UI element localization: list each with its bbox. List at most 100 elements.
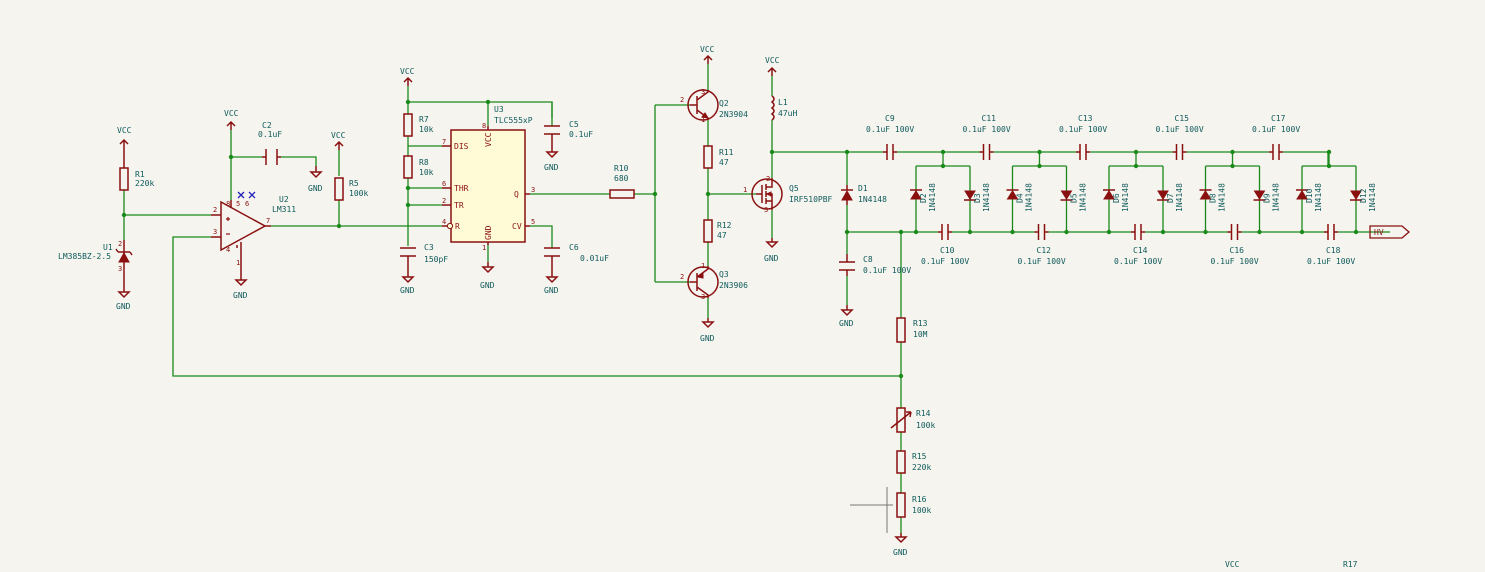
svg-text:2: 2 [118,240,122,248]
svg-text:1N4148: 1N4148 [858,195,887,204]
diode-d9-ref: D9 [1263,193,1272,203]
svg-text:3: 3 [701,293,705,301]
inductor-l1[interactable]: L1 47uH [770,95,797,121]
capacitor-c15-ref: C15 [1175,114,1190,123]
capacitor-c16-ref: C16 [1230,246,1245,255]
diode-d7-ref: D7 [1166,193,1175,203]
capacitor-c18-ref: C18 [1326,246,1341,255]
svg-text:220k: 220k [135,179,154,188]
capacitor-c17-value: 0.1uF 100V [1252,125,1300,134]
svg-text:2N3904: 2N3904 [719,110,748,119]
comparator-u2[interactable]: 2 3 7 8 4 1 5 6 U2 LM311 [211,191,296,273]
resistor-r17[interactable]: R17 [1343,560,1358,569]
gnd-symbol-c5: GND [544,148,559,172]
svg-text:TR: TR [454,201,464,210]
svg-text:2: 2 [766,175,770,183]
svg-text:Q2: Q2 [719,99,729,108]
resistor-r13[interactable]: R13 10M [896,317,928,343]
capacitor-c11-ref: C11 [982,114,997,123]
junctions [121,99,904,379]
svg-text:U2: U2 [279,195,289,204]
svg-text:C2: C2 [262,121,272,130]
svg-text:LM385BZ-2.5: LM385BZ-2.5 [58,252,111,261]
svg-text:TLC555xP: TLC555xP [494,116,533,125]
capacitor-c11[interactable]: C11 0.1uF 100V [963,114,1011,160]
diode-d1[interactable]: D1 1N4148 [841,184,887,205]
resistor-r7[interactable]: R7 10k [403,113,434,137]
potentiometer-r14[interactable]: R14 100k [890,407,935,433]
svg-text:VCC: VCC [765,56,780,65]
capacitor-c15-value: 0.1uF 100V [1156,125,1204,134]
svg-text:VCC: VCC [484,132,493,147]
resistor-r10[interactable]: R10 680 [609,164,635,199]
transistor-q2[interactable]: 2 3 1 Q2 2N3904 [680,88,748,124]
svg-text:2: 2 [680,96,684,104]
capacitor-c15[interactable]: C15 0.1uF 100V [1156,114,1204,160]
resistor-r12[interactable]: R12 47 [703,219,732,243]
svg-text:0.1uF: 0.1uF [569,130,593,139]
svg-text:1: 1 [482,244,486,252]
capacitor-c9[interactable]: C90.1uF 100V [866,114,914,160]
capacitor-c11-value: 0.1uF 100V [963,125,1011,134]
svg-text:2: 2 [442,197,446,205]
svg-text:R12: R12 [717,221,732,230]
resistor-r5[interactable]: R5 100k [334,177,368,201]
resistor-r11[interactable]: R11 47 [703,145,734,169]
diode-d9-value: 1N4148 [1272,183,1281,212]
capacitor-c6[interactable]: C6 0.01uF [544,243,609,272]
resistor-r15[interactable]: R15 220k [896,450,931,474]
gnd-symbol-r16: GND [893,533,908,557]
mosfet-q5[interactable]: 1 2 3 Q5 IRF510PBF [743,175,833,214]
diode-d4-ref: D4 [1016,193,1025,203]
svg-text:150pF: 150pF [424,255,448,264]
capacitor-c13-value: 0.1uF 100V [1059,125,1107,134]
svg-text:CV: CV [512,222,522,231]
svg-text:U1: U1 [103,243,113,252]
diode-d5-ref: D5 [1070,193,1079,203]
diode-d3-ref: D3 [973,193,982,203]
hv-net-label[interactable]: HV [1369,225,1410,239]
capacitor-c9-ref: C9 [885,114,895,123]
capacitor-c2[interactable]: C2 0.1uF [258,121,282,165]
resistor-r16[interactable]: R16 100k [896,492,931,518]
gnd-symbol-q5: GND [764,238,779,263]
gnd-symbol-u2: GND [233,273,248,300]
svg-text:VCC: VCC [331,131,346,140]
diode-d8-ref: D8 [1209,193,1218,203]
svg-text:C6: C6 [569,243,579,252]
timer-u3[interactable]: DIS THR TR R Q CV VCC GND 7 6 2 4 8 1 3 … [442,105,535,252]
capacitor-c5[interactable]: C5 0.1uF [544,120,593,148]
svg-text:R10: R10 [614,164,629,173]
capacitor-c10-ref: C10 [940,246,955,255]
gnd-symbol-c6: GND [544,272,559,295]
gnd-symbol-u1: GND [116,285,131,311]
resistor-r8[interactable]: R8 10k [403,155,434,179]
capacitor-c8[interactable]: C8 0.1uF 100V [839,254,911,276]
transistor-q3[interactable]: 2 1 3 Q3 2N3906 [680,262,748,301]
wires [123,64,1390,533]
svg-text:VCC: VCC [117,126,132,135]
svg-text:8: 8 [226,200,230,208]
svg-text:GND: GND [839,319,854,328]
svg-text:GND: GND [308,184,323,193]
resistor-r1[interactable]: R1 220k [119,148,154,191]
capacitor-c3[interactable]: C3 150pF [400,243,448,272]
reference-u1[interactable]: 2 3 U1 LM385BZ-2.5 [58,240,133,285]
